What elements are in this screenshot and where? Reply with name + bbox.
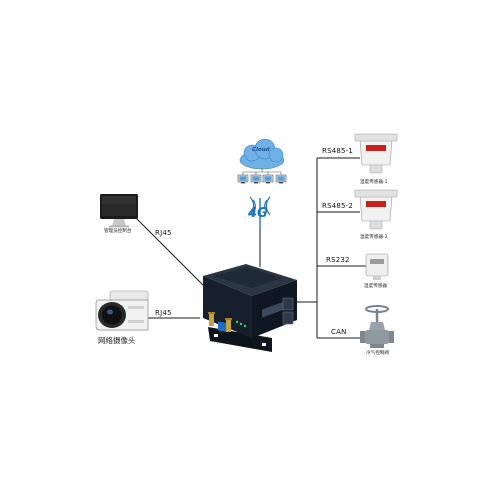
cloud-icon xyxy=(239,138,285,170)
connection-lines xyxy=(135,157,368,339)
valve-caption: 冷气控制阀 xyxy=(366,351,389,356)
antenna-connector-icon-1 xyxy=(208,312,215,326)
temperature-sensor-icon-2 xyxy=(354,189,398,230)
terminal-pc-icon-3 xyxy=(262,174,274,184)
4g-router-device xyxy=(203,264,297,352)
terminal-pc-icon-4 xyxy=(275,174,287,184)
camera-link-label: RJ45 xyxy=(155,309,172,317)
port-label-rs232: RS232 xyxy=(326,256,350,264)
sensor-2-caption: 温度传感器-2 xyxy=(360,235,388,240)
sensor-1-caption: 温度传感器-1 xyxy=(360,180,388,185)
antenna-connector-icon-2 xyxy=(225,318,232,332)
sensor-3-caption: 温度传感器 xyxy=(364,284,387,289)
cloud-branch-lines xyxy=(242,168,282,175)
ip-camera-icon xyxy=(95,290,149,331)
temperature-sensor-icon-3 xyxy=(365,253,389,280)
line-monitor-router xyxy=(135,217,209,291)
port-label-rs485-1: RS485-1 xyxy=(322,147,354,155)
temperature-sensor-icon-1 xyxy=(354,133,398,174)
monitor-caption: 管理员控制台 xyxy=(104,229,132,234)
valve-icon xyxy=(360,305,394,348)
terminal-pc-icon-2 xyxy=(250,174,262,184)
cellular-label: 4G xyxy=(248,206,268,221)
monitor-link-label: RJ45 xyxy=(155,229,172,237)
port-label-rs485-2: RS485-2 xyxy=(322,202,354,210)
cloud-network xyxy=(237,138,287,184)
camera-caption: 网络摄像头 xyxy=(98,336,136,345)
signal-waves-icon xyxy=(249,196,271,228)
port-label-can: CAN xyxy=(331,328,347,336)
cloud-label: Cloud xyxy=(252,147,270,153)
terminal-pc-icon-1 xyxy=(237,174,249,184)
monitor-icon xyxy=(100,194,138,228)
